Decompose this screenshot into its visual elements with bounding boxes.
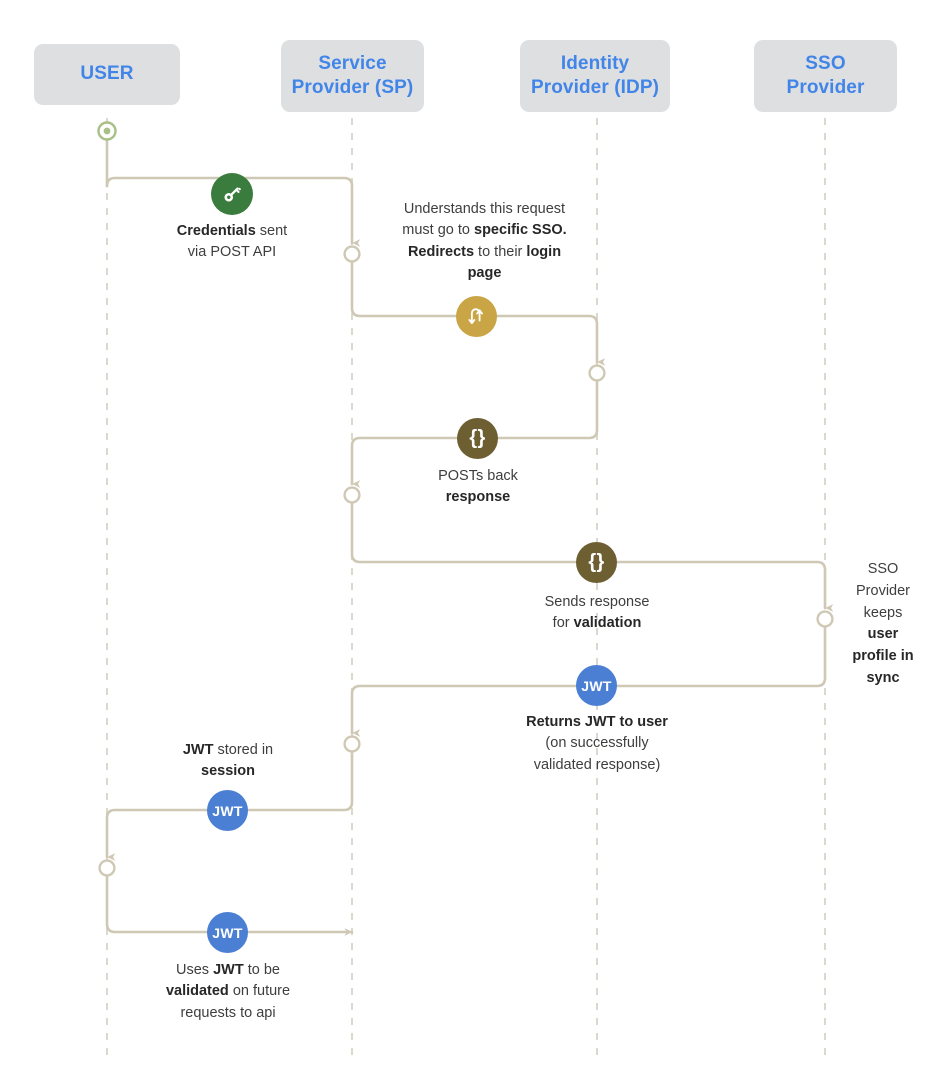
arrival-user-jwtstored <box>98 859 116 877</box>
caption-sso-sync-line2: Provider <box>856 582 910 599</box>
caption-sp-understands-line3: Redirects to their login <box>407 243 562 260</box>
actor-label-sso-line2: Provider <box>786 77 865 98</box>
braces-glyph-posts-back: {} <box>469 427 486 449</box>
arrival-sp-postsback <box>343 486 361 504</box>
actor-label-sp-line2: Provider (SP) <box>291 77 414 98</box>
caption-sso-sync-line1: SSO <box>867 561 899 577</box>
wire-credentials <box>105 176 361 247</box>
actor-label-idp-line2: Provider (IDP) <box>530 77 660 98</box>
caption-sp-understands-line1: Understands this request <box>403 201 566 217</box>
wire-uses-jwt <box>105 875 354 936</box>
jwt-glyph-stored: JWT <box>212 802 243 819</box>
caption-sso-sync-line5: profile in <box>852 648 914 664</box>
arrival-sp-credentials <box>343 245 361 263</box>
redirect-arrows-glyph <box>468 308 483 325</box>
jwt-glyph-returns: JWT <box>581 677 612 694</box>
caption-sp-understands-line4: page <box>467 265 502 282</box>
caption-sends-validation-line2: for validation <box>552 615 642 632</box>
caption-uses-jwt: Uses JWT to be validated on future reque… <box>148 960 308 1024</box>
arrival-markers <box>98 245 834 877</box>
caption-sp-understands-line2: must go to specific SSO. <box>402 222 567 239</box>
caption-uses-jwt-line2: validated on future <box>165 983 291 1000</box>
start-marker <box>97 121 117 141</box>
caption-uses-jwt-line1: Uses JWT to be <box>176 962 280 978</box>
actor-box-user[interactable]: USER <box>34 44 180 105</box>
actor-label-sp-line1: Service <box>318 52 387 74</box>
caption-credentials-line2: via POST API <box>187 244 277 261</box>
key-icon[interactable] <box>211 173 253 215</box>
braces-icon-validation[interactable]: {} <box>576 542 617 583</box>
caption-returns-jwt-line1: Returns JWT to user <box>526 714 668 730</box>
key-glyph <box>224 187 241 202</box>
caption-sso-sync-line3: keeps <box>863 604 903 621</box>
caption-sends-validation: Sends response for validation <box>508 592 686 635</box>
caption-sso-sync-line6: sync <box>866 669 900 686</box>
jwt-glyph-uses: JWT <box>212 924 243 941</box>
actor-label-idp-line1: Identity <box>560 52 630 74</box>
jwt-icon-stored[interactable]: JWT <box>207 790 248 831</box>
jwt-icon-returns[interactable]: JWT <box>576 665 617 706</box>
arrival-sso-validation <box>816 610 834 628</box>
braces-glyph-validation: {} <box>588 551 605 573</box>
caption-credentials: Credentials sent via POST API <box>132 221 332 264</box>
caption-jwt-stored-line1: JWT stored in <box>182 742 274 758</box>
arrival-idp-redirect <box>588 364 606 382</box>
jwt-icon-uses[interactable]: JWT <box>207 912 248 953</box>
caption-returns-jwt: Returns JWT to user (on successfully val… <box>492 712 702 776</box>
actor-box-sso-provider[interactable]: SSO Provider <box>754 40 897 112</box>
arrival-sp-returnsjwt <box>343 735 361 753</box>
caption-sso-sync-line4: user <box>867 626 899 643</box>
caption-returns-jwt-line3: validated response) <box>533 756 661 773</box>
caption-returns-jwt-line2: (on successfully <box>545 735 649 752</box>
actor-label-sso-line1: SSO <box>805 52 846 74</box>
actor-box-service-provider[interactable]: Service Provider (SP) <box>281 40 424 112</box>
caption-sp-understands: Understands this request must go to spec… <box>372 199 597 285</box>
caption-posts-back-line2: response <box>445 489 511 506</box>
caption-jwt-stored: JWT stored in session <box>138 740 318 783</box>
caption-sso-sync-note: SSO Provider keeps user profile in sync <box>841 559 925 690</box>
actor-label-user: USER <box>80 63 134 85</box>
actor-box-identity-provider[interactable]: Identity Provider (IDP) <box>520 40 670 112</box>
caption-posts-back-line1: POSTs back <box>438 468 518 484</box>
caption-posts-back: POSTs back response <box>392 466 564 509</box>
redirect-icon[interactable] <box>456 296 497 337</box>
caption-sends-validation-line1: Sends response <box>544 594 650 610</box>
caption-jwt-stored-line2: session <box>201 763 255 780</box>
caption-credentials-line1: Credentials sent <box>176 223 288 239</box>
braces-icon-posts-back[interactable]: {} <box>457 418 498 459</box>
caption-uses-jwt-line3: requests to api <box>180 1004 276 1021</box>
